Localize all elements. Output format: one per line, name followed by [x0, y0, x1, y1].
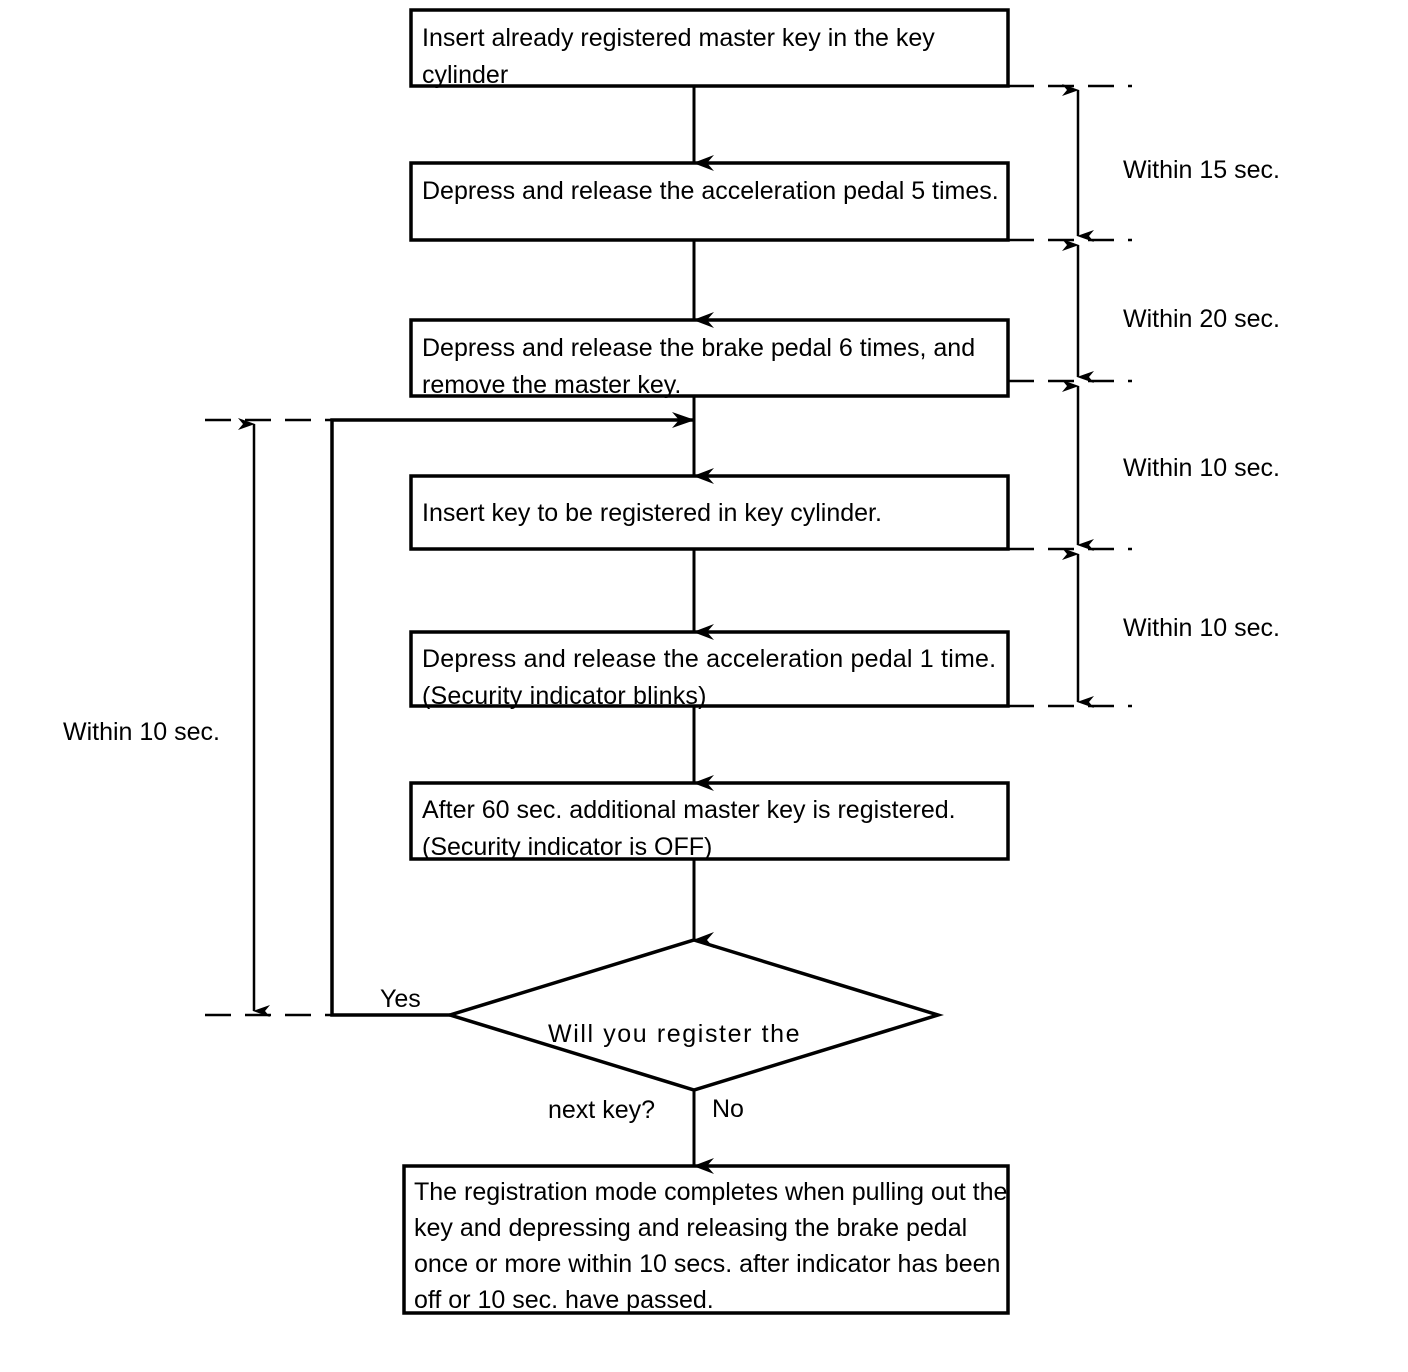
node-step-3-label: Depress and release the brake pedal 6 ti…: [422, 334, 976, 399]
timing-label-within-10-a: Within 10 sec.: [1123, 454, 1281, 482]
node-decision-1-line2: next key?: [548, 1096, 656, 1124]
node-decision-1-label: Will you register the next key?: [548, 977, 888, 1167]
timing-label-within-10-b: Within 10 sec.: [1123, 614, 1281, 642]
node-step-2-box: [409, 161, 1010, 242]
node-step-6-label: After 60 sec. additional master key is r…: [422, 796, 956, 861]
branch-label-yes: Yes: [380, 985, 421, 1013]
node-step-7-label: The registration mode completes when pul…: [414, 1178, 1008, 1314]
node-decision-1-line1: Will you register the: [548, 1020, 802, 1048]
node-step-5-box: [409, 630, 1010, 708]
node-step-7-box: [402, 1164, 1010, 1315]
node-step-6-box: [409, 781, 1010, 861]
node-step-5-label: Depress and release the acceleration ped…: [422, 645, 997, 710]
timing-label-within-10-loop: Within 10 sec.: [63, 718, 221, 746]
timing-label-within-15: Within 15 sec.: [1123, 156, 1281, 184]
timing-label-within-20: Within 20 sec.: [1123, 305, 1281, 333]
node-step-4-label: Insert key to be registered in key cylin…: [422, 499, 882, 527]
node-step-4-box: [409, 474, 1010, 551]
connector-decision-yes-loop: [330, 412, 695, 1017]
node-step-2-label: Depress and release the acceleration ped…: [422, 177, 999, 205]
node-step-1-box: [409, 8, 1010, 88]
node-step-1-label: Insert already registered master key in …: [422, 24, 935, 89]
branch-label-no: No: [712, 1095, 744, 1123]
